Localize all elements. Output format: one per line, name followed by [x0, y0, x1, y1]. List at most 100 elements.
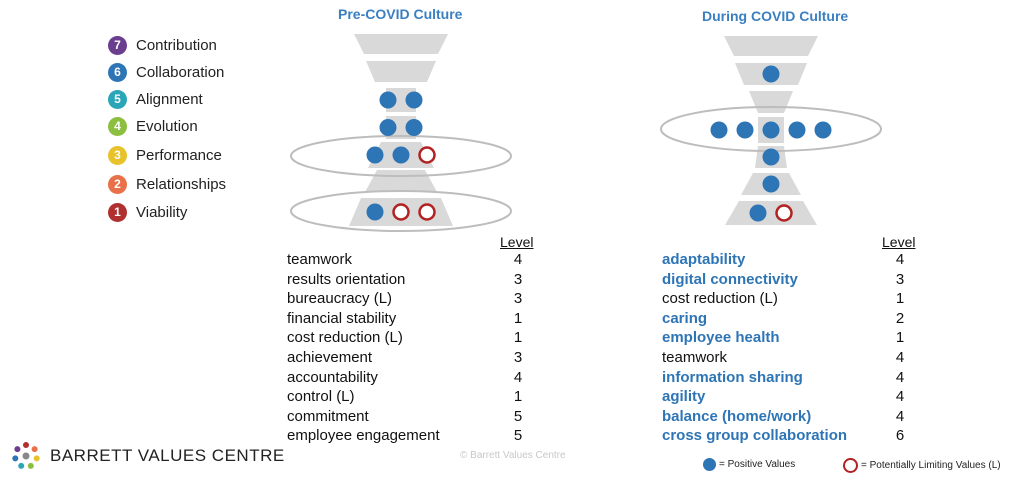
value-name: teamwork: [662, 349, 728, 366]
pre-level-header: Level: [500, 234, 534, 250]
value-name: bureaucracy (L): [287, 290, 393, 308]
limiting-key-label: = Potentially Limiting Values (L): [861, 460, 1001, 471]
level-6-badge-icon: 6: [108, 62, 127, 82]
pre-level-6-band: [366, 61, 436, 82]
legend-label: Alignment: [136, 90, 203, 108]
during-level-header: Level: [882, 234, 916, 250]
pre-limiting-value-ring: [392, 203, 410, 221]
level-2-badge-icon: 2: [108, 174, 127, 194]
value-level: 1: [513, 329, 523, 347]
pre-positive-value-dot: [392, 146, 410, 164]
value-name: information sharing: [662, 368, 803, 386]
during-positive-value-dot: [736, 121, 754, 139]
level-1-badge-icon: 1: [108, 202, 127, 222]
value-name: teamwork: [287, 251, 353, 268]
value-level: 5: [513, 427, 523, 445]
pre-positive-value-dot: [405, 91, 423, 109]
pre-positive-value-dot: [366, 146, 384, 164]
legend-level-1: 1 Viability: [108, 201, 187, 223]
pre-positive-value-dot: [405, 119, 423, 136]
legend-label: Viability: [136, 203, 188, 221]
value-level: 1: [513, 309, 523, 327]
pre-covid-title: Pre-COVID Culture: [338, 6, 463, 22]
positive-dot-icon: [703, 458, 716, 471]
legend-label: Contribution: [136, 36, 217, 54]
value-name: results orientation: [287, 270, 406, 288]
value-level: 4: [895, 407, 905, 425]
during-level-1-band: [725, 201, 817, 225]
legend-level-5: 5 Alignment: [108, 88, 203, 110]
value-level: 4: [895, 251, 905, 268]
positive-values-key: = Positive Values: [703, 458, 795, 471]
value-name: employee engagement: [287, 427, 440, 445]
during-limiting-value-ring: [775, 204, 793, 222]
legend-level-2: 2 Relationships: [108, 173, 226, 195]
value-level: 6: [895, 427, 905, 445]
legend-label: Performance: [136, 146, 222, 164]
value-name: commitment: [287, 407, 369, 425]
value-name: employee health: [662, 329, 780, 347]
value-level: 3: [895, 270, 905, 288]
legend-label: Relationships: [136, 175, 227, 193]
limiting-values-key: = Potentially Limiting Values (L): [843, 458, 1001, 473]
value-name: achievement: [287, 349, 373, 366]
pre-positive-value-dot: [379, 91, 397, 109]
value-name: accountability: [287, 368, 378, 386]
pre-positive-value-dot: [366, 203, 384, 221]
pre-limiting-value-ring: [418, 146, 436, 164]
legend-label: Collaboration: [136, 63, 225, 81]
legend-level-7: 7 Contribution: [108, 34, 217, 56]
level-7-badge-icon: 7: [108, 35, 127, 55]
legend-level-6: 6 Collaboration: [108, 61, 224, 83]
during-positive-value-dot: [749, 204, 767, 222]
value-name: control (L): [287, 388, 355, 406]
limiting-ring-icon: [843, 458, 858, 473]
value-name: cost reduction (L): [287, 329, 403, 347]
level-3-badge-icon: 3: [108, 145, 127, 165]
during-positive-value-dot: [762, 121, 780, 139]
pre-level-1-highlight-oval: [290, 190, 512, 232]
pre-limiting-value-ring: [418, 203, 436, 221]
during-positive-value-dot: [762, 65, 780, 83]
pre-level-3-highlight-oval: [290, 135, 512, 177]
value-level: 4: [895, 349, 905, 366]
value-level: 1: [895, 329, 905, 347]
barrett-logo-icon: [12, 442, 40, 469]
value-level: 2: [895, 309, 905, 327]
value-name: caring: [662, 309, 708, 327]
during-positive-value-dot: [762, 175, 780, 193]
value-level: 3: [513, 270, 523, 288]
during-covid-title: During COVID Culture: [702, 8, 849, 24]
pre-level-2-band: [365, 170, 437, 192]
during-level-5-band: [749, 91, 793, 113]
value-name: agility: [662, 388, 706, 406]
during-positive-value-dot: [788, 121, 806, 139]
during-positive-value-dot: [762, 148, 780, 166]
value-level: 1: [513, 388, 523, 406]
legend-label: Evolution: [136, 117, 198, 135]
legend-level-4: 4 Evolution: [108, 115, 198, 137]
value-level: 3: [513, 349, 523, 366]
level-5-badge-icon: 5: [108, 89, 127, 109]
value-name: balance (home/work): [662, 407, 812, 425]
value-name: cost reduction (L): [662, 290, 778, 308]
during-positive-value-dot: [710, 121, 728, 139]
logo-text: BARRETT VALUES CENTRE: [50, 446, 285, 465]
value-name: cross group collaboration: [662, 427, 848, 445]
value-level: 5: [513, 407, 523, 425]
value-level: 4: [895, 368, 905, 386]
copyright-text: © Barrett Values Centre: [460, 450, 566, 461]
during-positive-value-dot: [814, 121, 832, 139]
positive-key-label: = Positive Values: [719, 459, 796, 470]
value-name: adaptability: [662, 251, 746, 268]
pre-positive-value-dot: [379, 119, 397, 136]
legend-level-3: 3 Performance: [108, 144, 222, 166]
during-level-7-band: [724, 36, 818, 56]
value-level: 4: [513, 251, 523, 268]
value-level: 4: [895, 388, 905, 406]
pre-level-7-band: [354, 34, 448, 54]
value-level: 4: [513, 368, 523, 386]
value-level: 3: [513, 290, 523, 308]
level-4-badge-icon: 4: [108, 116, 127, 136]
